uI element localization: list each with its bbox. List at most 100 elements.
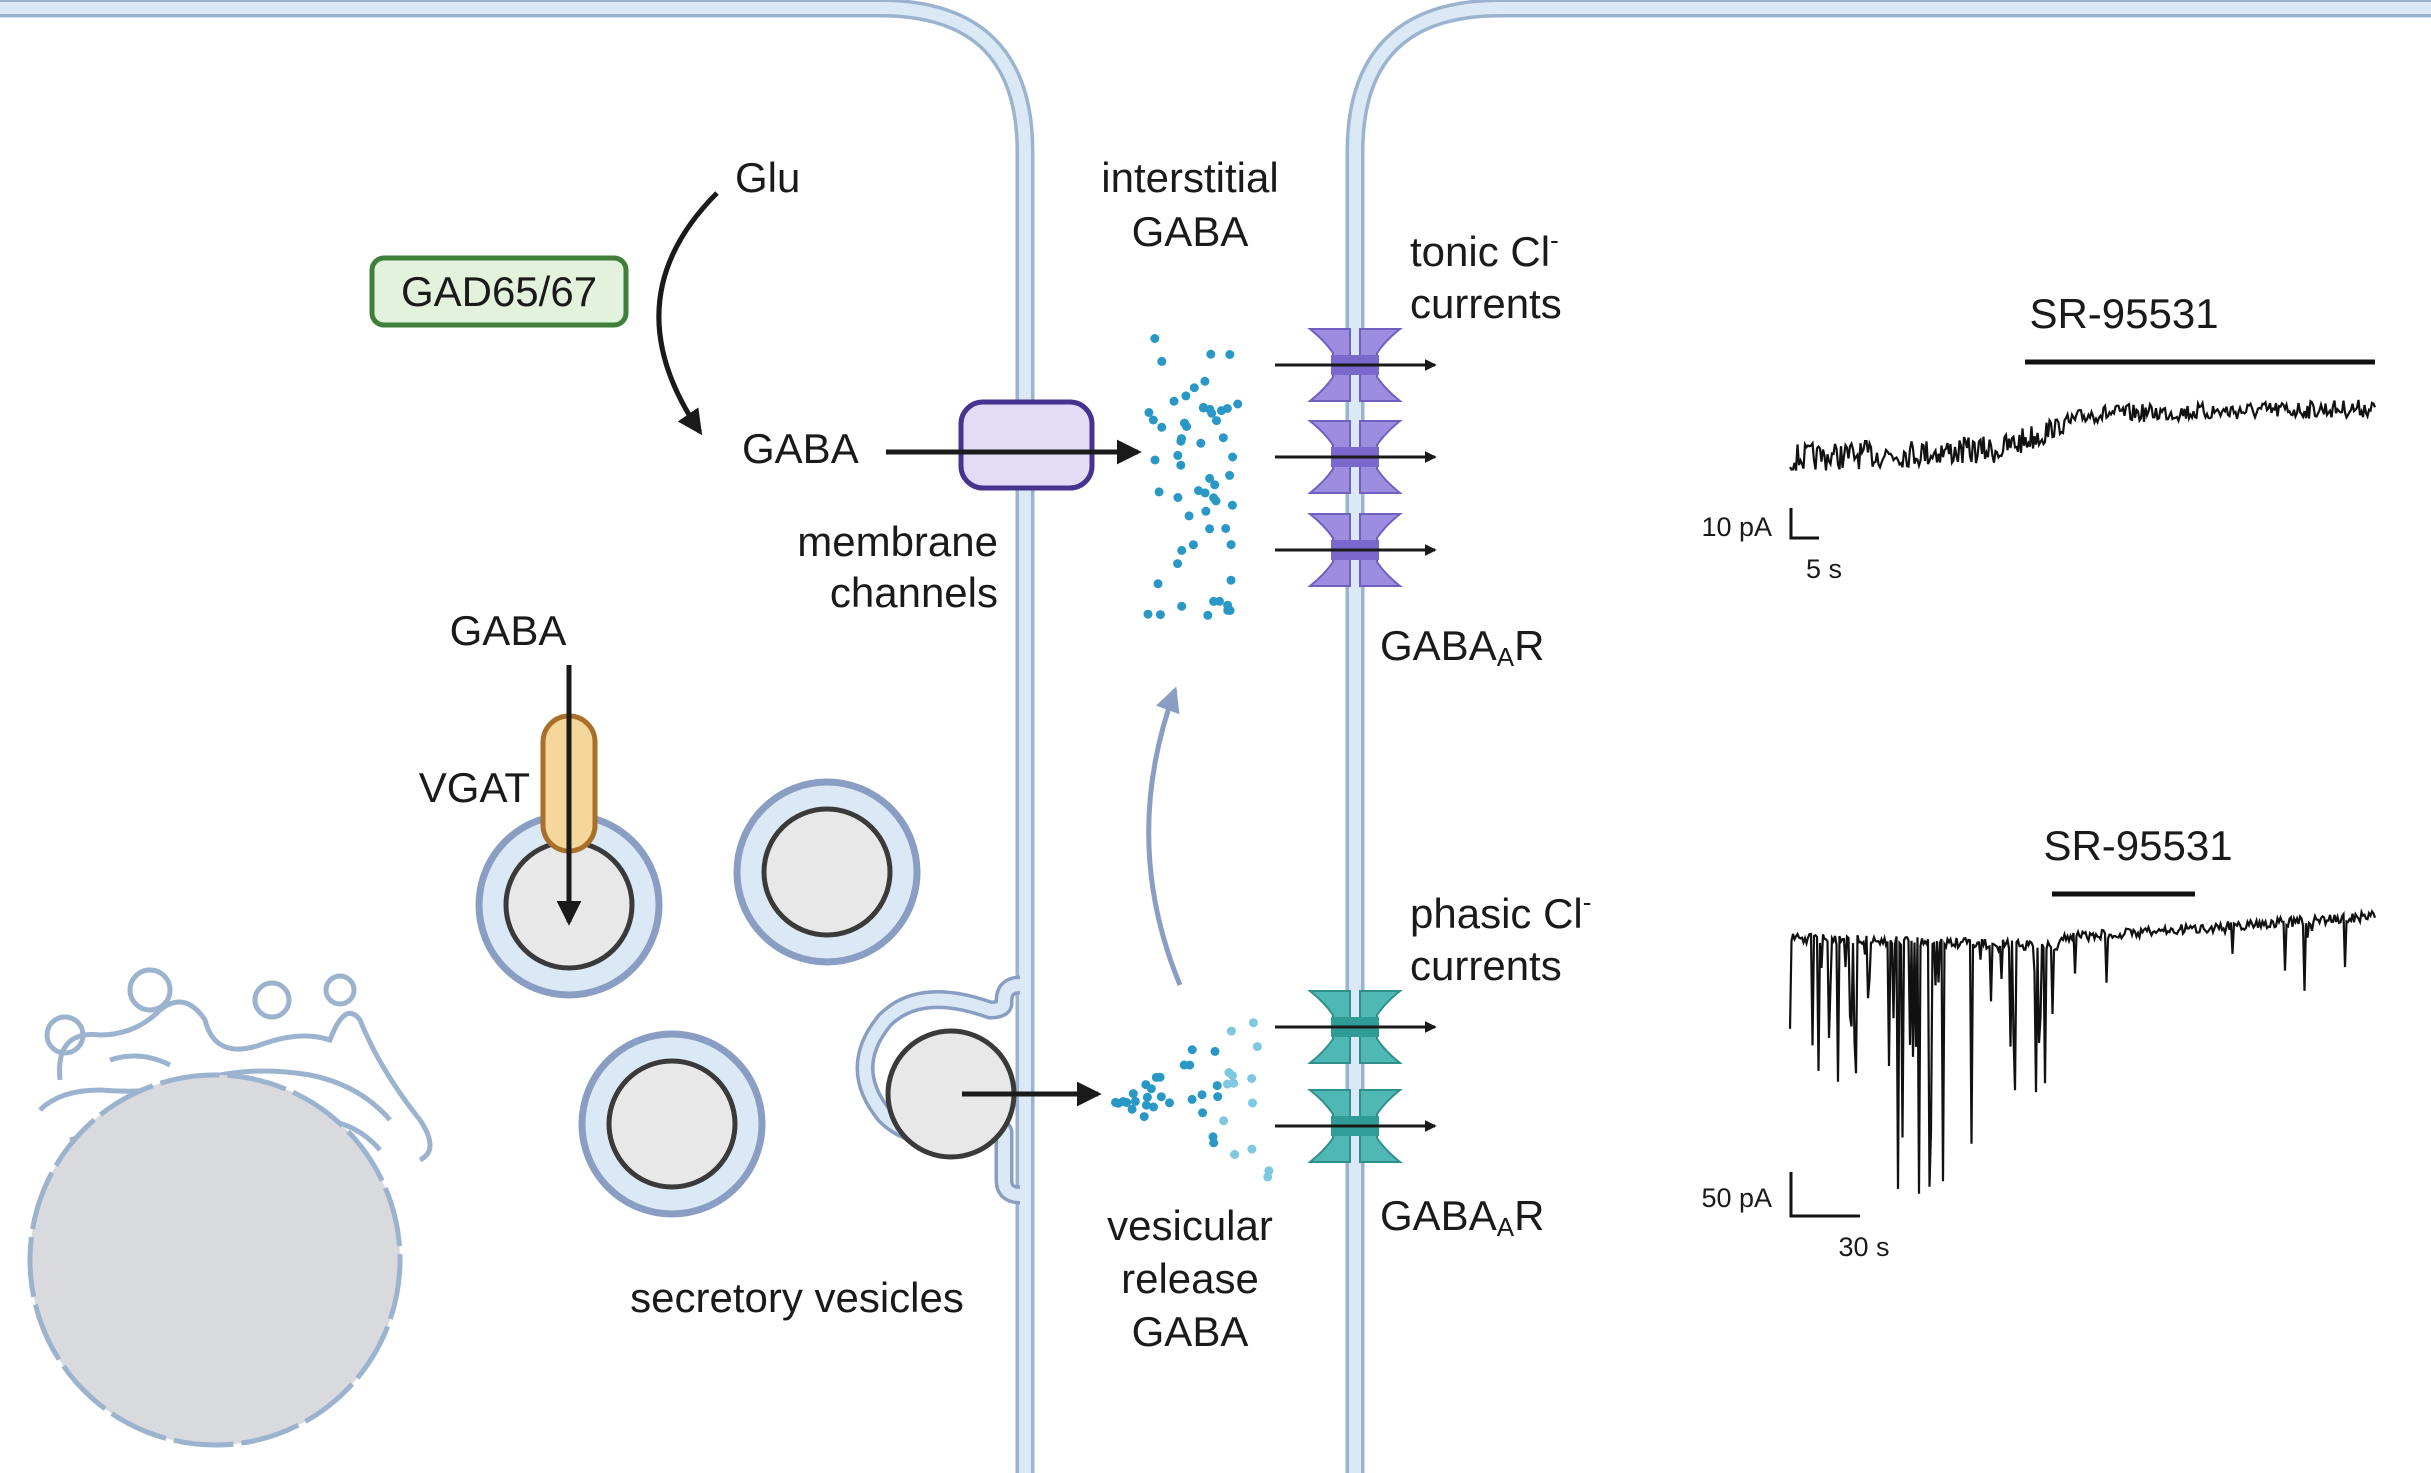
- tonic-current-trace: [1789, 399, 2377, 471]
- gaba-molecule: [1187, 1045, 1197, 1055]
- gaba-molecule: [1149, 1102, 1158, 1112]
- gaba-molecule: [1153, 579, 1163, 589]
- gaba-molecule: [1150, 334, 1160, 343]
- phasic-gabaa-receptors: [1307, 990, 1403, 1163]
- gaba-molecule: [1198, 1108, 1208, 1118]
- gaba-molecule: [1228, 452, 1238, 462]
- gaba-molecule: [1169, 396, 1179, 406]
- gaba-molecule: [1144, 408, 1154, 417]
- membrane-channel: [958, 399, 1095, 491]
- tonic-gabaar-sub: A: [1497, 642, 1515, 672]
- tonic-scale-bar: [1789, 508, 1819, 540]
- gaba-molecule: [1189, 383, 1199, 393]
- fusing-vesicle: [855, 975, 1021, 1205]
- gaba-molecule: [1130, 1096, 1140, 1106]
- gaba-molecule: [1221, 524, 1231, 533]
- gaba-molecule: [1203, 610, 1213, 620]
- tonic-scale-x: 5 s: [1806, 554, 1842, 584]
- gaba-molecule: [1233, 399, 1243, 409]
- gaba-molecule: [1205, 404, 1215, 414]
- interstitial-gaba-label-line2: GABA: [1132, 208, 1249, 255]
- gaba-molecule: [1205, 473, 1215, 483]
- tonic-scale-y: 10 pA: [1701, 512, 1772, 542]
- gaba-molecule: [1142, 1092, 1152, 1102]
- phasic-scale-y: 50 pA: [1701, 1183, 1772, 1213]
- phasic-charge-sup: -: [1583, 887, 1592, 917]
- nucleus: [27, 1072, 403, 1448]
- tonic-gabaa-receptors: [1307, 328, 1403, 587]
- phasic-drug-label: SR-95531: [2043, 822, 2232, 869]
- gaba-molecule: [1155, 610, 1165, 620]
- gaba-molecule: [1226, 540, 1236, 550]
- phasic-receptor-1: [1307, 990, 1403, 1064]
- phasic-cl-text: phasic Cl: [1410, 890, 1583, 937]
- gaba-molecule: [1227, 1071, 1237, 1081]
- gaba-molecule: [1200, 376, 1210, 386]
- phasic-currents-label-line1: phasic Cl-: [1410, 887, 1591, 937]
- gaba-molecule: [1212, 416, 1221, 426]
- gaba-vgat-label: GABA: [450, 607, 567, 654]
- phasic-scale-bar: [1789, 1172, 1860, 1218]
- gaba-molecule: [1201, 506, 1211, 516]
- gaba-molecule: [1248, 1018, 1258, 1028]
- gad-enzyme-box: GAD65/67: [369, 255, 629, 328]
- gaba-molecule: [1143, 609, 1153, 619]
- gaba-molecule: [1205, 524, 1215, 534]
- gaba-molecule: [1141, 1100, 1151, 1110]
- phasic-scale-x: 30 s: [1838, 1232, 1889, 1262]
- secretory-vesicles-label: secretory vesicles: [630, 1274, 964, 1321]
- gaba-molecule: [1139, 1112, 1149, 1122]
- secretory-vesicle: [733, 778, 921, 966]
- gaba-molecule: [1218, 433, 1228, 443]
- vesicular-release-label-line3: GABA: [1132, 1308, 1249, 1355]
- gaba-molecule: [1211, 496, 1221, 506]
- interstitial-gaba-label-line1: interstitial: [1101, 154, 1278, 201]
- tonic-gabaar-label: GABAAR: [1380, 622, 1544, 672]
- tonic-charge-sup: -: [1550, 225, 1559, 255]
- gaba-molecule: [1219, 1116, 1229, 1126]
- gaba-molecule: [1173, 559, 1183, 569]
- vgat-label: VGAT: [419, 764, 530, 811]
- gaba-molecule: [1156, 1092, 1166, 1102]
- gaba-molecule: [1173, 493, 1183, 502]
- tonic-gabaar-tail: R: [1514, 622, 1544, 669]
- tonic-current-arrows: [1275, 359, 1437, 556]
- gaba-molecule: [1215, 596, 1224, 606]
- gaba-molecule: [1148, 415, 1158, 425]
- gaba-molecule: [1188, 540, 1198, 550]
- gaba-molecule: [1223, 605, 1233, 615]
- gaba-molecule: [1226, 1026, 1236, 1036]
- gaba-molecule: [1196, 438, 1206, 448]
- gaba-molecule: [1150, 455, 1160, 465]
- phasic-current-trace: [1788, 908, 2377, 1194]
- gaba-molecule: [1181, 391, 1191, 401]
- phasic-currents-label-line2: currents: [1410, 942, 1562, 989]
- gaba-molecule: [1213, 1092, 1223, 1102]
- phasic-current-arrows: [1275, 1021, 1437, 1132]
- membrane-channels-label-line1: membrane: [797, 518, 998, 565]
- membrane-channels-label-line2: channels: [830, 569, 998, 616]
- interstitial-gaba-molecules: [1143, 334, 1243, 620]
- vesicular-to-interstitial-arrow: [1146, 686, 1183, 986]
- gaba-molecule: [1127, 1104, 1137, 1114]
- presynaptic-cell-membrane: [0, 0, 1035, 1473]
- tonic-currents-label-line1: tonic Cl-: [1410, 225, 1559, 275]
- gaba-molecule: [1210, 480, 1220, 490]
- secretory-vesicle: [578, 1030, 766, 1218]
- gaba-molecule: [1230, 1150, 1240, 1159]
- tonic-cl-text: tonic Cl: [1410, 228, 1550, 275]
- gaba-molecule: [1154, 487, 1164, 497]
- gaba-molecule: [1128, 1089, 1138, 1099]
- gaba-molecule: [1247, 1144, 1257, 1154]
- gaba-molecule: [1176, 460, 1186, 470]
- gaba-molecule: [1222, 404, 1232, 413]
- gaba-molecule: [1157, 422, 1167, 432]
- gaba-molecule: [1210, 1046, 1220, 1056]
- gaba-molecule: [1212, 1081, 1222, 1091]
- tonic-currents-label-line2: currents: [1410, 280, 1562, 327]
- phasic-gabaar-sub: A: [1497, 1212, 1515, 1242]
- gaba-molecule: [1176, 436, 1186, 446]
- glu-to-gaba-arrow: [656, 191, 719, 436]
- gad-label: GAD65/67: [401, 268, 597, 315]
- gaba-molecule: [1157, 356, 1167, 366]
